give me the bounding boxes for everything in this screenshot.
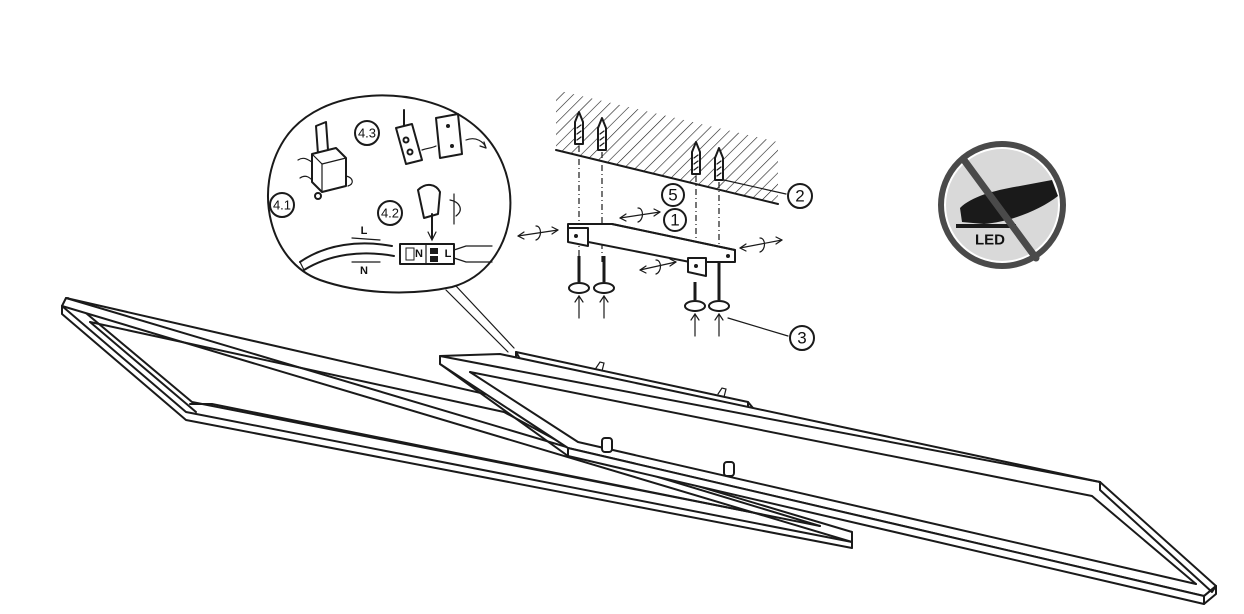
screw-set	[568, 256, 590, 319]
callout-5: 5	[661, 183, 685, 207]
hand-screwdriver-icon	[417, 184, 461, 242]
junction-box-icon	[297, 121, 353, 200]
callout-1: 1	[663, 208, 687, 232]
callout-2-label: 2	[795, 187, 804, 206]
step-4-2-label: 4.2	[381, 206, 399, 221]
lamp-fixture	[61, 297, 1217, 605]
mains-wires: L N	[299, 225, 395, 277]
wall-plugs	[574, 111, 724, 181]
adjust-arrow-icon	[739, 236, 783, 253]
wire-l-label: L	[361, 225, 368, 237]
wall-plug	[574, 111, 584, 145]
terminal-n-label: N	[415, 248, 423, 260]
screw-set	[593, 256, 615, 319]
callout-5-label: 5	[668, 186, 677, 205]
step-4-2-badge: 4.2	[377, 200, 403, 226]
wall-plug	[597, 117, 607, 151]
callout-1-label: 1	[670, 211, 679, 230]
adjustment-arrows	[517, 207, 783, 275]
step-4-3-label: 4.3	[358, 126, 376, 141]
step-4-3-badge: 4.3	[354, 120, 380, 146]
adjust-arrow-icon	[517, 225, 559, 241]
screw-set	[708, 262, 730, 337]
adjust-arrow-icon	[619, 207, 661, 223]
wall-plug	[691, 141, 701, 175]
wire-n-label: N	[360, 265, 368, 277]
step-4-1-badge: 4.1	[269, 192, 295, 218]
wall-plug	[714, 147, 724, 181]
hand-icon	[956, 180, 1058, 228]
adjust-arrow-icon	[639, 258, 677, 275]
mounting-bracket	[567, 223, 736, 277]
screw-set	[684, 282, 706, 337]
wiring-detail-bubble: 4.3 4.1 4.2	[267, 94, 515, 353]
left-light-frame	[61, 297, 853, 549]
right-light-frame	[439, 353, 1217, 605]
terminal-l-label: L	[445, 248, 452, 260]
frame-clips	[601, 437, 735, 477]
terminal-block-icon	[395, 109, 487, 165]
led-badge-label: LED	[975, 232, 1005, 249]
connector-block: N L	[399, 243, 493, 265]
callout-3-label: 3	[797, 329, 806, 348]
step-4-1-label: 4.1	[273, 198, 291, 213]
callout-2: 2	[723, 179, 813, 209]
no-replaceable-led-badge: LED	[938, 141, 1066, 269]
callout-3: 3	[727, 317, 815, 351]
screws-and-washers	[568, 256, 730, 337]
